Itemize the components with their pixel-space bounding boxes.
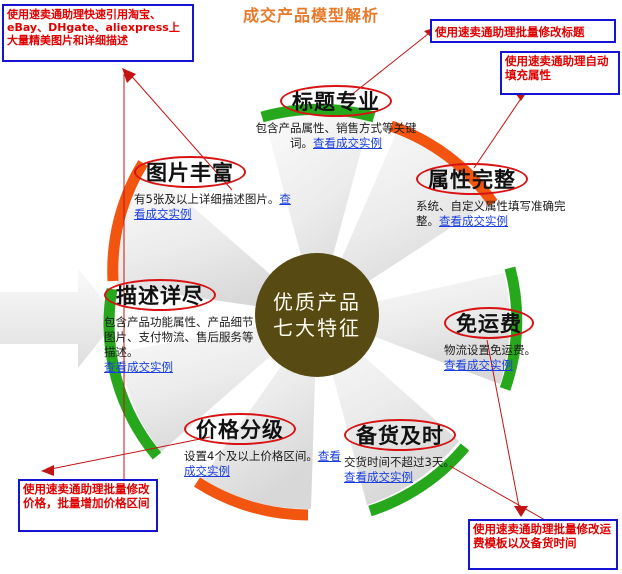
ellipse-outline-icon xyxy=(134,156,246,188)
sector-stock-body-text: 交货时间不超过3天。 xyxy=(344,455,455,469)
arrowhead-price xyxy=(41,465,54,476)
sector-description-body: 包含产品功能属性、产品细节图片、支付物流、售后服务等描述。 查看成交实例 xyxy=(104,315,254,375)
sector-title-link[interactable]: 查看成交实例 xyxy=(313,136,382,150)
wedge-title xyxy=(265,114,369,315)
ellipse-outline-icon xyxy=(280,85,392,117)
arc-description xyxy=(103,288,162,460)
arc-stock xyxy=(368,443,470,517)
arrowhead-free xyxy=(514,506,528,517)
arrowhead-images xyxy=(122,68,136,83)
sector-stock-heading: 备货及时 xyxy=(344,418,456,452)
sector-title-body: 包含产品属性、销售方式等关键词。查看成交实例 xyxy=(250,121,422,151)
sector-attribute-link[interactable]: 查看成交实例 xyxy=(439,214,508,228)
center-hub: 优质产品 七大特征 xyxy=(255,253,379,377)
leader-stock xyxy=(449,465,546,521)
ellipse-outline-icon xyxy=(444,307,534,339)
sector-free-shipping-heading: 免运费 xyxy=(444,306,534,340)
sector-attribute: 属性完整 系统、自定义属性填写准确完整。查看成交实例 xyxy=(416,162,580,229)
sector-attribute-body: 系统、自定义属性填写准确完整。查看成交实例 xyxy=(416,199,580,229)
arc-price xyxy=(194,477,309,521)
sector-stock-body: 交货时间不超过3天。 查看成交实例 xyxy=(344,455,504,485)
callout-price-tip: 使用速卖通助理批量修改价格，批量增加价格区间 xyxy=(18,479,158,532)
ellipse-outline-icon xyxy=(184,413,296,445)
callout-images-tip: 使用速卖通助理快速引用淘宝、eBay、DHgate、aliexpress上大量精… xyxy=(2,4,194,62)
sector-free-shipping-body: 物流设置免运费。 查看成交实例 xyxy=(444,343,584,373)
sector-stock: 备货及时 交货时间不超过3天。 查看成交实例 xyxy=(344,418,504,485)
sector-stock-link[interactable]: 查看成交实例 xyxy=(344,470,413,484)
sector-free-shipping-link[interactable]: 查看成交实例 xyxy=(444,358,513,372)
left-banner-arrow xyxy=(0,268,118,368)
sector-attribute-body-text: 系统、自定义属性填写准确完整。 xyxy=(416,199,566,228)
sector-price-heading: 价格分级 xyxy=(184,412,296,446)
ellipse-outline-icon xyxy=(416,163,528,195)
sector-description: 描述详尽 包含产品功能属性、产品细节图片、支付物流、售后服务等描述。 查看成交实… xyxy=(104,278,254,375)
hub-line-2: 七大特征 xyxy=(273,316,361,340)
sector-title-heading: 标题专业 xyxy=(280,84,392,118)
sector-price-link[interactable]: 查看成交实例 xyxy=(184,449,341,478)
sector-description-body-text: 包含产品功能属性、产品细节图片、支付物流、售后服务等描述。 xyxy=(104,315,254,359)
sector-price-body-text: 设置4个及以上价格区间。 xyxy=(184,449,318,463)
leader-title xyxy=(349,29,434,97)
ellipse-outline-icon xyxy=(104,279,216,311)
sector-price: 价格分级 设置4个及以上价格区间。查看成交实例 xyxy=(184,412,344,479)
page-title: 成交产品模型解析 xyxy=(242,6,379,25)
leader-attribute xyxy=(473,93,525,169)
sector-attribute-heading: 属性完整 xyxy=(416,162,528,196)
callout-attribute-tip: 使用速卖通助理自动填充属性 xyxy=(500,51,620,95)
sector-title-body-text: 包含产品属性、销售方式等关键词。 xyxy=(255,121,417,150)
sector-images-body: 有5张及以上详细描述图片。查看成交实例 xyxy=(134,192,300,222)
sector-images-body-text: 有5张及以上详细描述图片。 xyxy=(134,192,280,206)
sector-description-link[interactable]: 查看成交实例 xyxy=(104,360,173,374)
wedge-free xyxy=(317,273,510,384)
sector-free-shipping: 免运费 物流设置免运费。 查看成交实例 xyxy=(444,306,584,373)
sector-images-link[interactable]: 查看成交实例 xyxy=(134,192,291,221)
hub-line-1: 优质产品 xyxy=(273,290,361,314)
sector-description-heading: 描述详尽 xyxy=(104,278,216,312)
sector-free-shipping-body-text: 物流设置免运费。 xyxy=(444,343,536,357)
sector-title: 标题专业 包含产品属性、销售方式等关键词。查看成交实例 xyxy=(250,84,422,151)
callout-shipping-tip: 使用速卖通助理批量修改运费模板以及备货时间 xyxy=(468,519,618,570)
callout-title-tip: 使用速卖通助理批量修改标题 xyxy=(430,19,616,43)
sector-images: 图片丰富 有5张及以上详细描述图片。查看成交实例 xyxy=(134,155,300,222)
leader-price xyxy=(45,436,211,471)
leader-free xyxy=(486,339,521,513)
sector-price-body: 设置4个及以上价格区间。查看成交实例 xyxy=(184,449,344,479)
ellipse-outline-icon xyxy=(344,419,456,451)
sector-images-heading: 图片丰富 xyxy=(134,155,246,189)
